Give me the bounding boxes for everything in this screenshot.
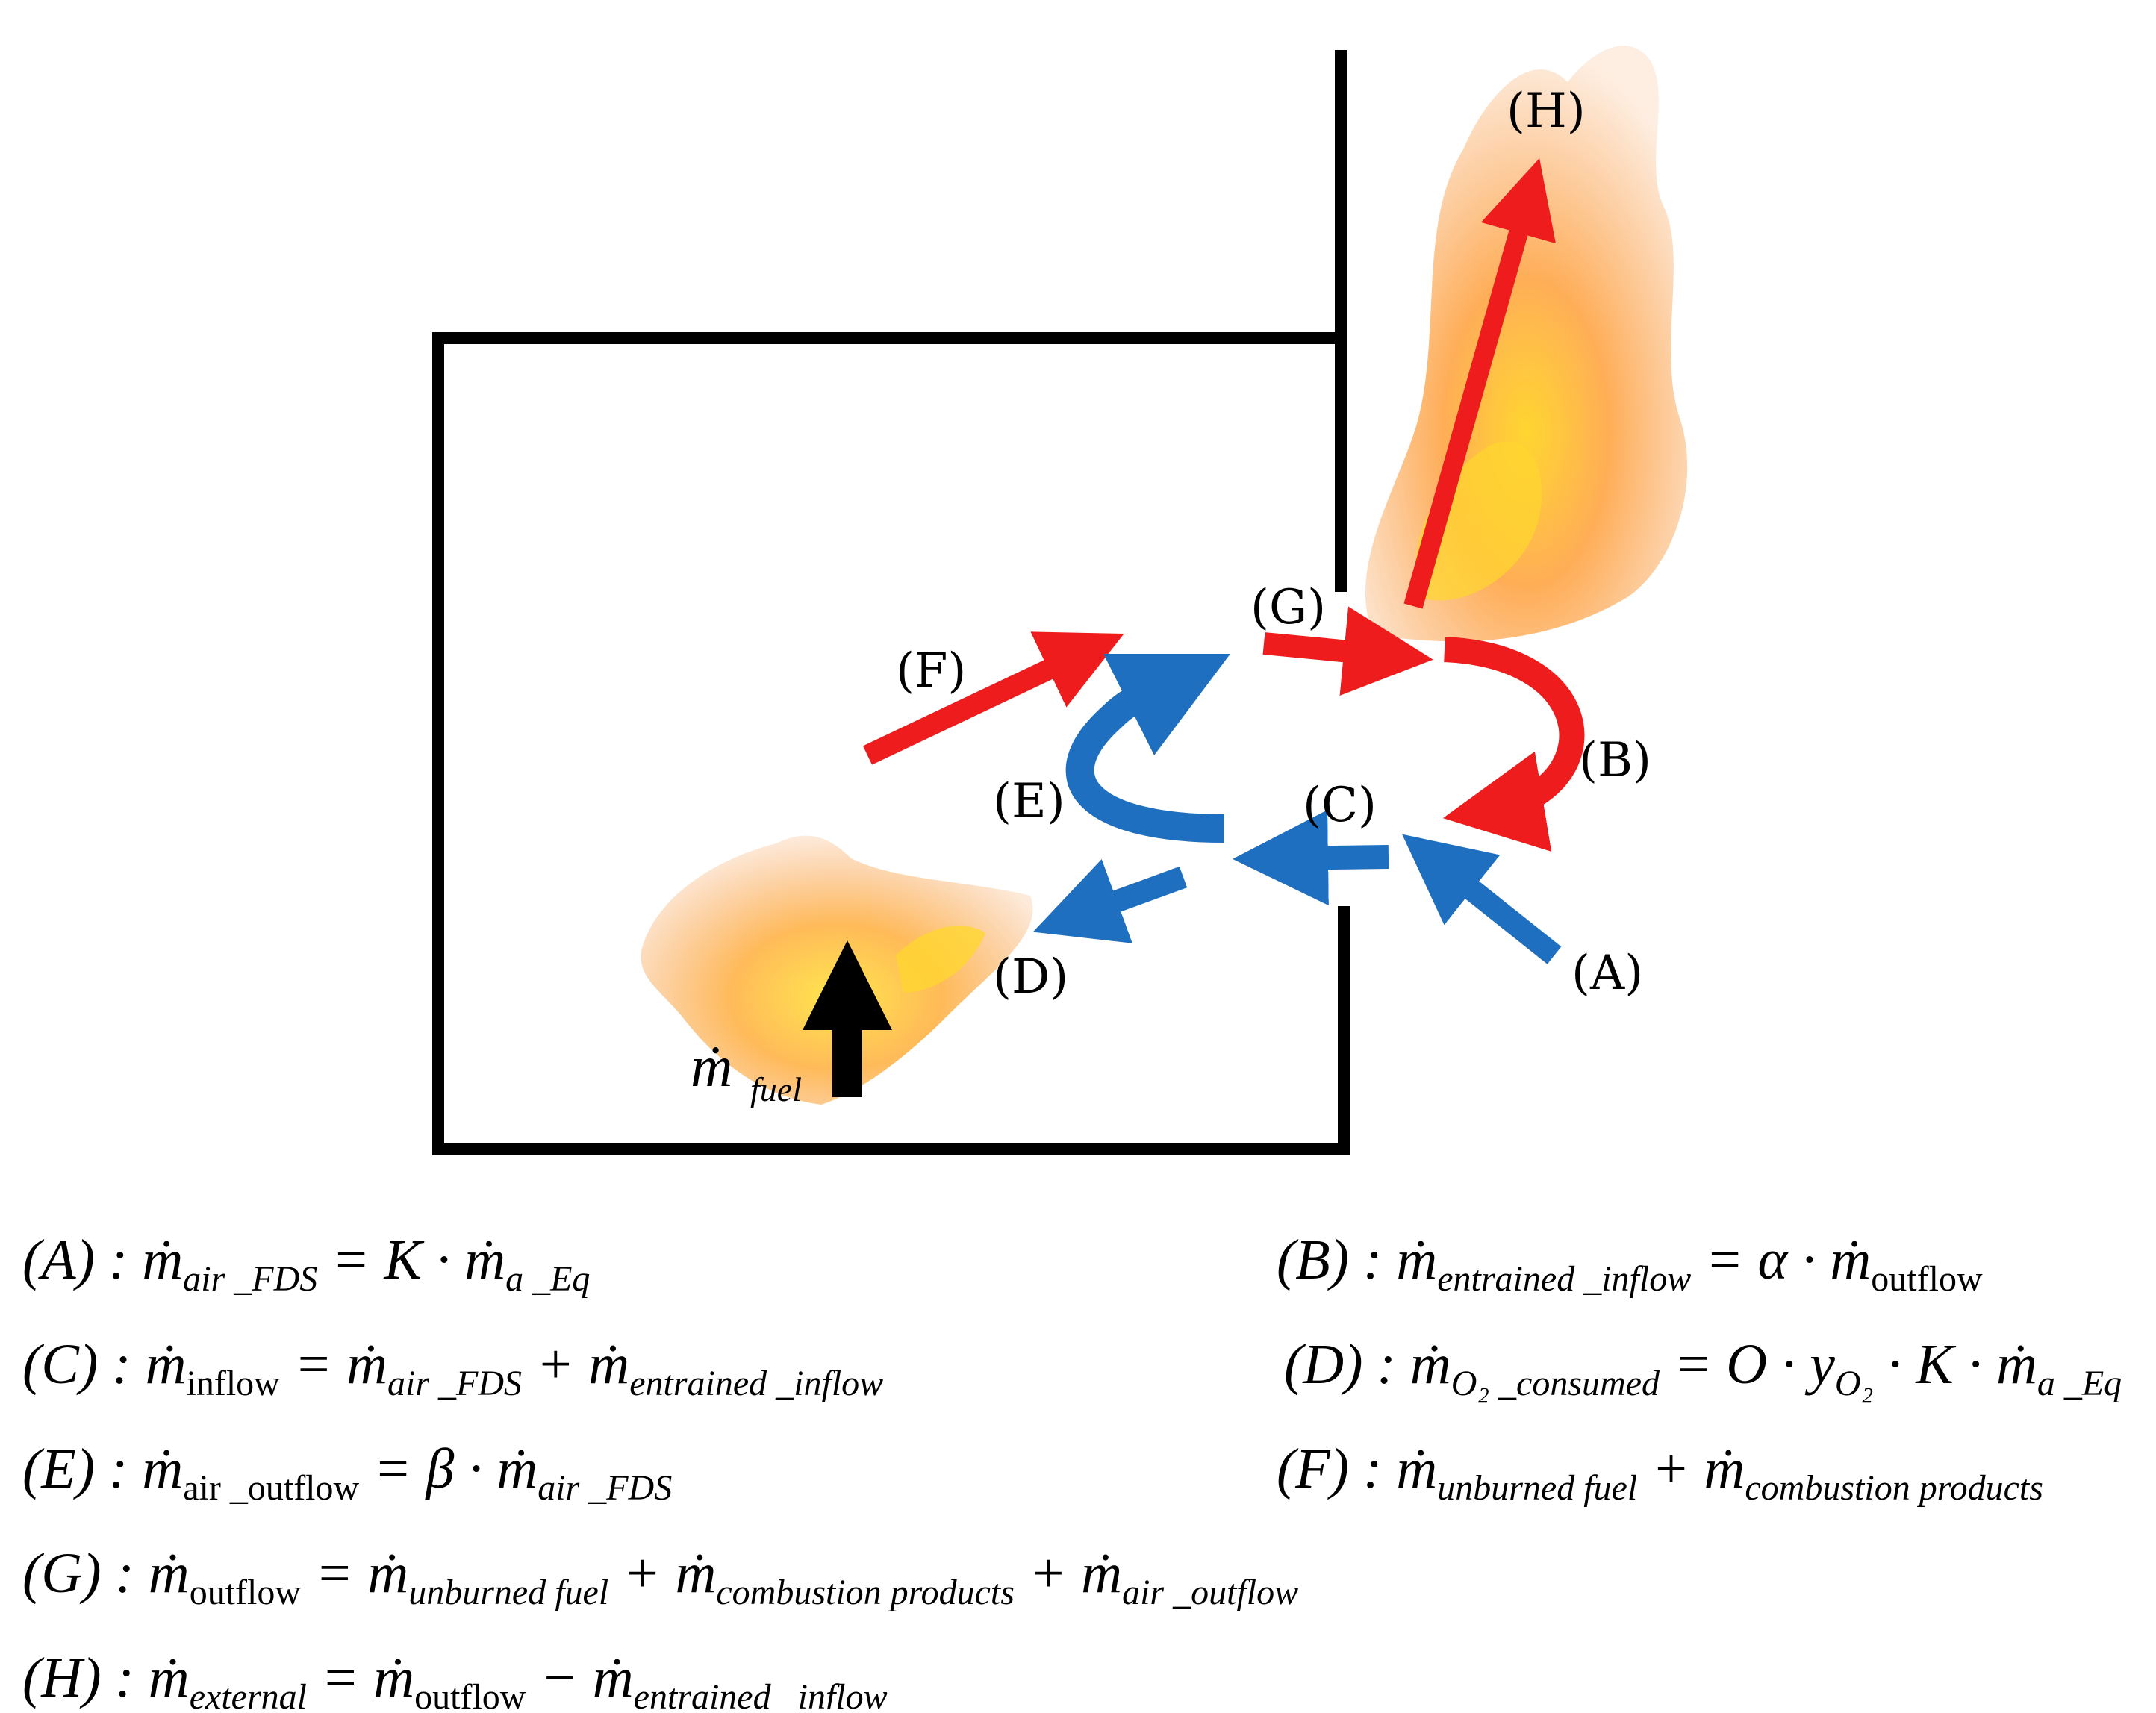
arrow-D	[1032, 859, 1188, 943]
equation-H: (H) : ṁexternal = ṁoutflow − ṁentrained …	[22, 1647, 888, 1709]
arrow-B	[1442, 637, 1585, 852]
label-E: (E)	[993, 774, 1065, 829]
arrow-C	[1233, 810, 1389, 906]
label-A: (A)	[1571, 946, 1643, 1001]
label-H: (H)	[1507, 84, 1586, 139]
equation-F: (F) : ṁunburned fuel + ṁcombustion produ…	[1277, 1438, 2043, 1508]
label-C: (C)	[1303, 778, 1377, 833]
label-F: (F)	[896, 643, 966, 699]
mdot-fuel-subscript: fuel	[750, 1070, 802, 1108]
equation-A: (A) : ṁair _FDS = K · ṁa _Eq	[22, 1229, 591, 1299]
arrow-H	[1403, 157, 1556, 609]
equation-B: (B) : ṁentrained _inflow = α · ṁoutflow	[1277, 1229, 1983, 1299]
equation-G: (G) : ṁoutflow = ṁunburned fuel + ṁcombu…	[22, 1542, 1299, 1612]
equation-E: (E) : ṁair _outflow = β · ṁair _FDS	[22, 1438, 673, 1508]
equation-D: (D) : ṁO₂ _consumed = O · yO₂ · K · ṁa _…	[1284, 1333, 2122, 1403]
equation-C: (C) : ṁinflow = ṁair _FDS + ṁentrained _…	[22, 1333, 884, 1403]
arrow-G	[1262, 606, 1433, 696]
cold-flows	[1032, 653, 1562, 964]
compartment-flow-diagram: (H) (G) (F) (B) (E) (C) (D) (A) ṁ fuel	[432, 46, 1688, 1155]
mdot-fuel-label: ṁ	[691, 1034, 732, 1099]
label-B: (B)	[1579, 733, 1651, 788]
label-D: (D)	[993, 949, 1068, 1005]
arrow-E	[1065, 653, 1230, 843]
arrow-A	[1402, 834, 1562, 964]
ceiling-and-left-wall	[432, 332, 1350, 1155]
equations-block: (A) : ṁair _FDS = K · ṁa _Eq (B) : ṁentr…	[0, 1194, 2156, 1709]
hot-flows	[862, 157, 1585, 852]
label-G: (G)	[1250, 580, 1326, 635]
arrow-F	[862, 631, 1124, 765]
compartment-walls	[432, 50, 1350, 1155]
